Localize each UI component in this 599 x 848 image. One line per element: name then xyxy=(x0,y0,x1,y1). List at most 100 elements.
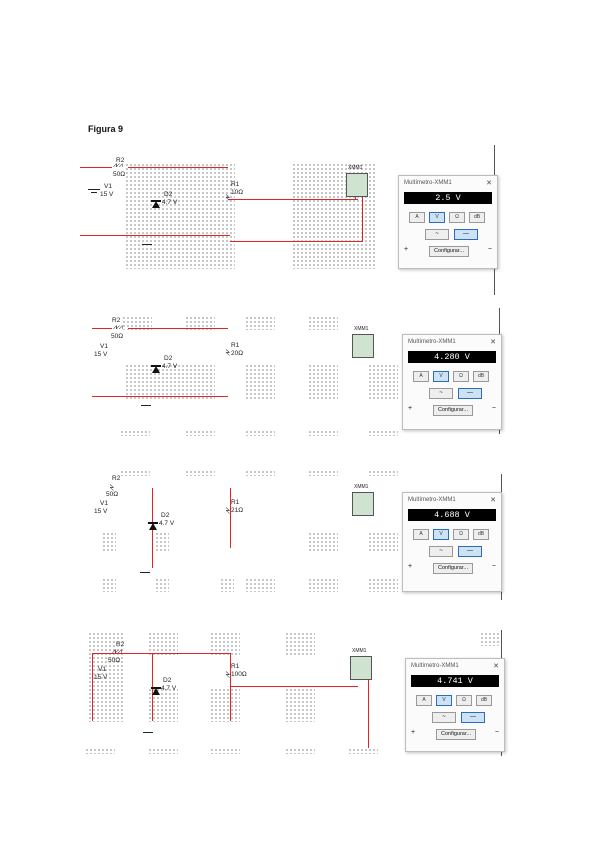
breadboard-grid xyxy=(308,532,338,552)
multimeter-icon[interactable] xyxy=(352,492,374,516)
meter-reading: 4.688 V xyxy=(408,509,496,521)
signal-buttons: ~ — xyxy=(429,388,482,399)
breadboard-grid xyxy=(155,532,169,552)
r1-wire xyxy=(230,488,231,548)
ammeter-button[interactable]: A xyxy=(413,529,429,540)
ground-icon xyxy=(143,732,153,733)
breadboard-grid xyxy=(148,632,178,656)
v1-value: 15 V xyxy=(94,351,108,358)
ac-button[interactable]: ~ xyxy=(432,712,456,723)
r1-label: R1 xyxy=(231,663,240,670)
breadboard-grid xyxy=(155,578,169,592)
ohmmeter-button[interactable]: Ω xyxy=(453,371,469,382)
breadboard-grid xyxy=(125,364,215,399)
breadboard-grid xyxy=(308,430,338,436)
breadboard-grid xyxy=(85,748,115,754)
configure-button[interactable]: Configurar... xyxy=(433,563,473,574)
dc-button[interactable]: — xyxy=(454,229,478,240)
ammeter-button[interactable]: A xyxy=(416,695,432,706)
voltmeter-button[interactable]: V xyxy=(433,371,449,382)
ground-icon xyxy=(142,244,152,245)
ohmmeter-button[interactable]: Ω xyxy=(453,529,469,540)
resistor-r1: ⩘⩗ xyxy=(223,194,231,200)
voltmeter-button[interactable]: V xyxy=(436,695,452,706)
zener-diode-icon xyxy=(152,366,160,373)
decibel-button[interactable]: dB xyxy=(473,371,489,382)
voltmeter-button[interactable]: V xyxy=(429,212,445,223)
breadboard-grid xyxy=(210,632,240,656)
ground-icon xyxy=(141,405,151,406)
circuit-panel-2: ⩘⩗⩘ R2 50Ω V1 15 V D2 4.7 V ⩘⩗ R1 20Ω XM… xyxy=(80,308,520,452)
circuit-panel-3: ⩘⩗ R2 50Ω V1 15 V D2 4.7 V ⩘⩗ R1 21Ω XMM… xyxy=(80,468,520,608)
close-icon[interactable]: ✕ xyxy=(490,497,496,504)
breadboard-grid xyxy=(480,632,500,646)
configure-button[interactable]: Configurar... xyxy=(436,729,476,740)
resistor-r1: ⩘⩗ xyxy=(223,671,231,677)
multimeter-dialog[interactable]: Multímetro-XMM1 ✕ 4.688 V A V Ω dB ~ — +… xyxy=(402,492,502,592)
configure-button[interactable]: Configurar... xyxy=(433,405,473,416)
multimeter-icon[interactable] xyxy=(350,656,372,680)
ohmmeter-button[interactable]: Ω xyxy=(449,212,465,223)
voltmeter-button[interactable]: V xyxy=(433,529,449,540)
breadboard-grid xyxy=(122,316,152,330)
breadboard-grid xyxy=(120,430,150,436)
meter-reading: 4.741 V xyxy=(411,675,499,687)
breadboard-grid xyxy=(120,470,150,476)
ohmmeter-button[interactable]: Ω xyxy=(456,695,472,706)
dc-button[interactable]: — xyxy=(458,546,482,557)
close-icon[interactable]: ✕ xyxy=(486,180,492,187)
circuit-panel-1: ⩘⩗⩘ R2 50Ω V1 15 V D2 4.7 V ⩘⩗ R1 10Ω XM… xyxy=(80,145,520,295)
close-icon[interactable]: ✕ xyxy=(490,339,496,346)
breadboard-grid xyxy=(308,316,338,330)
breadboard-grid xyxy=(102,578,116,592)
r1-label: R1 xyxy=(231,181,240,188)
d2-label: D2 xyxy=(161,512,170,519)
ac-button[interactable]: ~ xyxy=(429,388,453,399)
resistor-r1: ⩘⩗ xyxy=(223,507,231,513)
v1-label: V1 xyxy=(100,343,108,350)
multimeter-dialog[interactable]: Multímetro-XMM1 ✕ 4.280 V A V Ω dB ~ — +… xyxy=(402,334,502,430)
meter-reading: 2.5 V xyxy=(404,192,492,204)
dc-button[interactable]: — xyxy=(458,388,482,399)
d2-label: D2 xyxy=(164,355,173,362)
r2-label: R2 xyxy=(116,641,125,648)
breadboard-grid xyxy=(308,578,338,592)
configure-button[interactable]: Configurar... xyxy=(429,246,469,257)
dc-button[interactable]: — xyxy=(461,712,485,723)
meter-reading: 4.280 V xyxy=(408,351,496,363)
zener-bar xyxy=(151,365,161,367)
meter-wire xyxy=(368,676,369,748)
resistor-r1: ⩘⩗ xyxy=(223,349,231,355)
r1-value: 100Ω xyxy=(231,671,247,678)
multimeter-icon[interactable] xyxy=(352,334,374,358)
multimeter-dialog[interactable]: Multímetro-XMM1 ✕ 4.741 V A V Ω dB ~ — +… xyxy=(405,658,505,752)
meter-icon-label: XMM1 xyxy=(354,484,369,490)
figure-title: Figura 9 xyxy=(88,124,124,134)
ground-icon xyxy=(140,572,150,573)
meter-wire xyxy=(355,195,356,200)
meter-wire xyxy=(228,199,358,200)
bottom-wire xyxy=(80,235,230,236)
multimeter-dialog[interactable]: Multímetro-XMM1 ✕ 2.5 V A V Ω dB ~ — + C… xyxy=(398,175,498,269)
r2-label: R2 xyxy=(112,317,121,324)
breadboard-grid xyxy=(210,748,240,754)
r2-value: 50Ω xyxy=(113,171,126,178)
ammeter-button[interactable]: A xyxy=(413,371,429,382)
meter-wire xyxy=(230,686,358,687)
breadboard-grid xyxy=(368,578,398,592)
ac-button[interactable]: ~ xyxy=(425,229,449,240)
multimeter-icon[interactable] xyxy=(346,173,368,197)
d2-value: 4.7 V xyxy=(159,520,175,527)
decibel-button[interactable]: dB xyxy=(469,212,485,223)
close-icon[interactable]: ✕ xyxy=(493,663,499,670)
decibel-button[interactable]: dB xyxy=(473,529,489,540)
breadboard-grid xyxy=(245,578,275,592)
breadboard-grid xyxy=(368,470,398,476)
ammeter-button[interactable]: A xyxy=(409,212,425,223)
mode-buttons: A V Ω dB xyxy=(409,212,485,223)
breadboard-grid xyxy=(368,430,398,436)
ac-button[interactable]: ~ xyxy=(429,546,453,557)
breadboard-grid xyxy=(185,470,215,476)
minus-terminal: − xyxy=(494,729,499,736)
decibel-button[interactable]: dB xyxy=(476,695,492,706)
